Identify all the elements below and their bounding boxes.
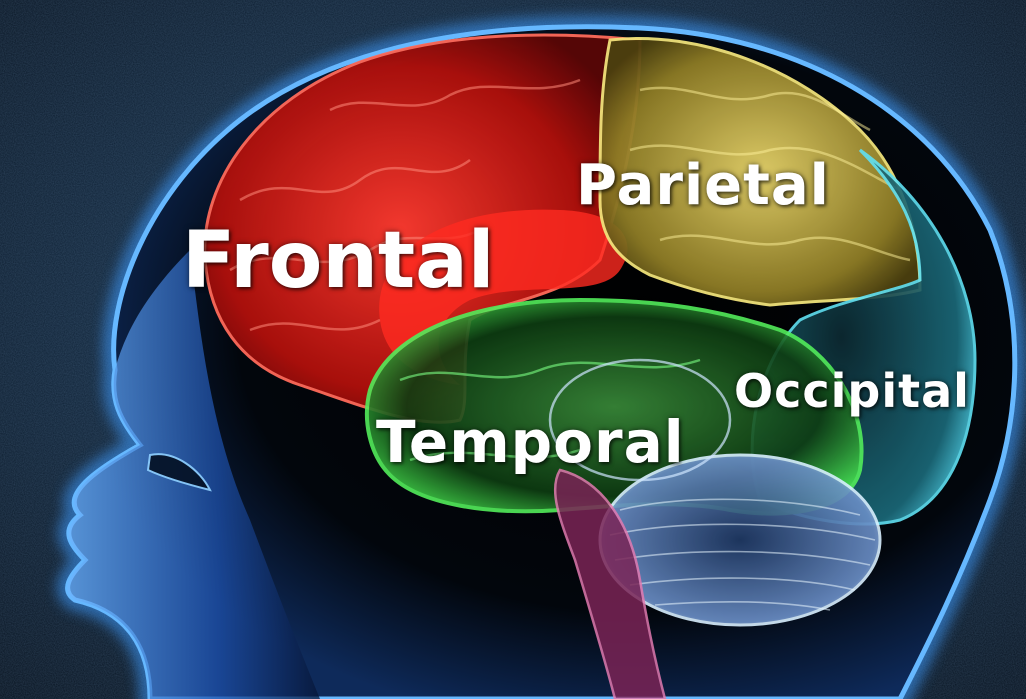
frontal-label: Frontal — [182, 222, 495, 300]
temporal-label: Temporal — [376, 413, 685, 471]
occipital-label: Occipital — [734, 368, 970, 414]
parietal-label: Parietal — [576, 158, 830, 214]
